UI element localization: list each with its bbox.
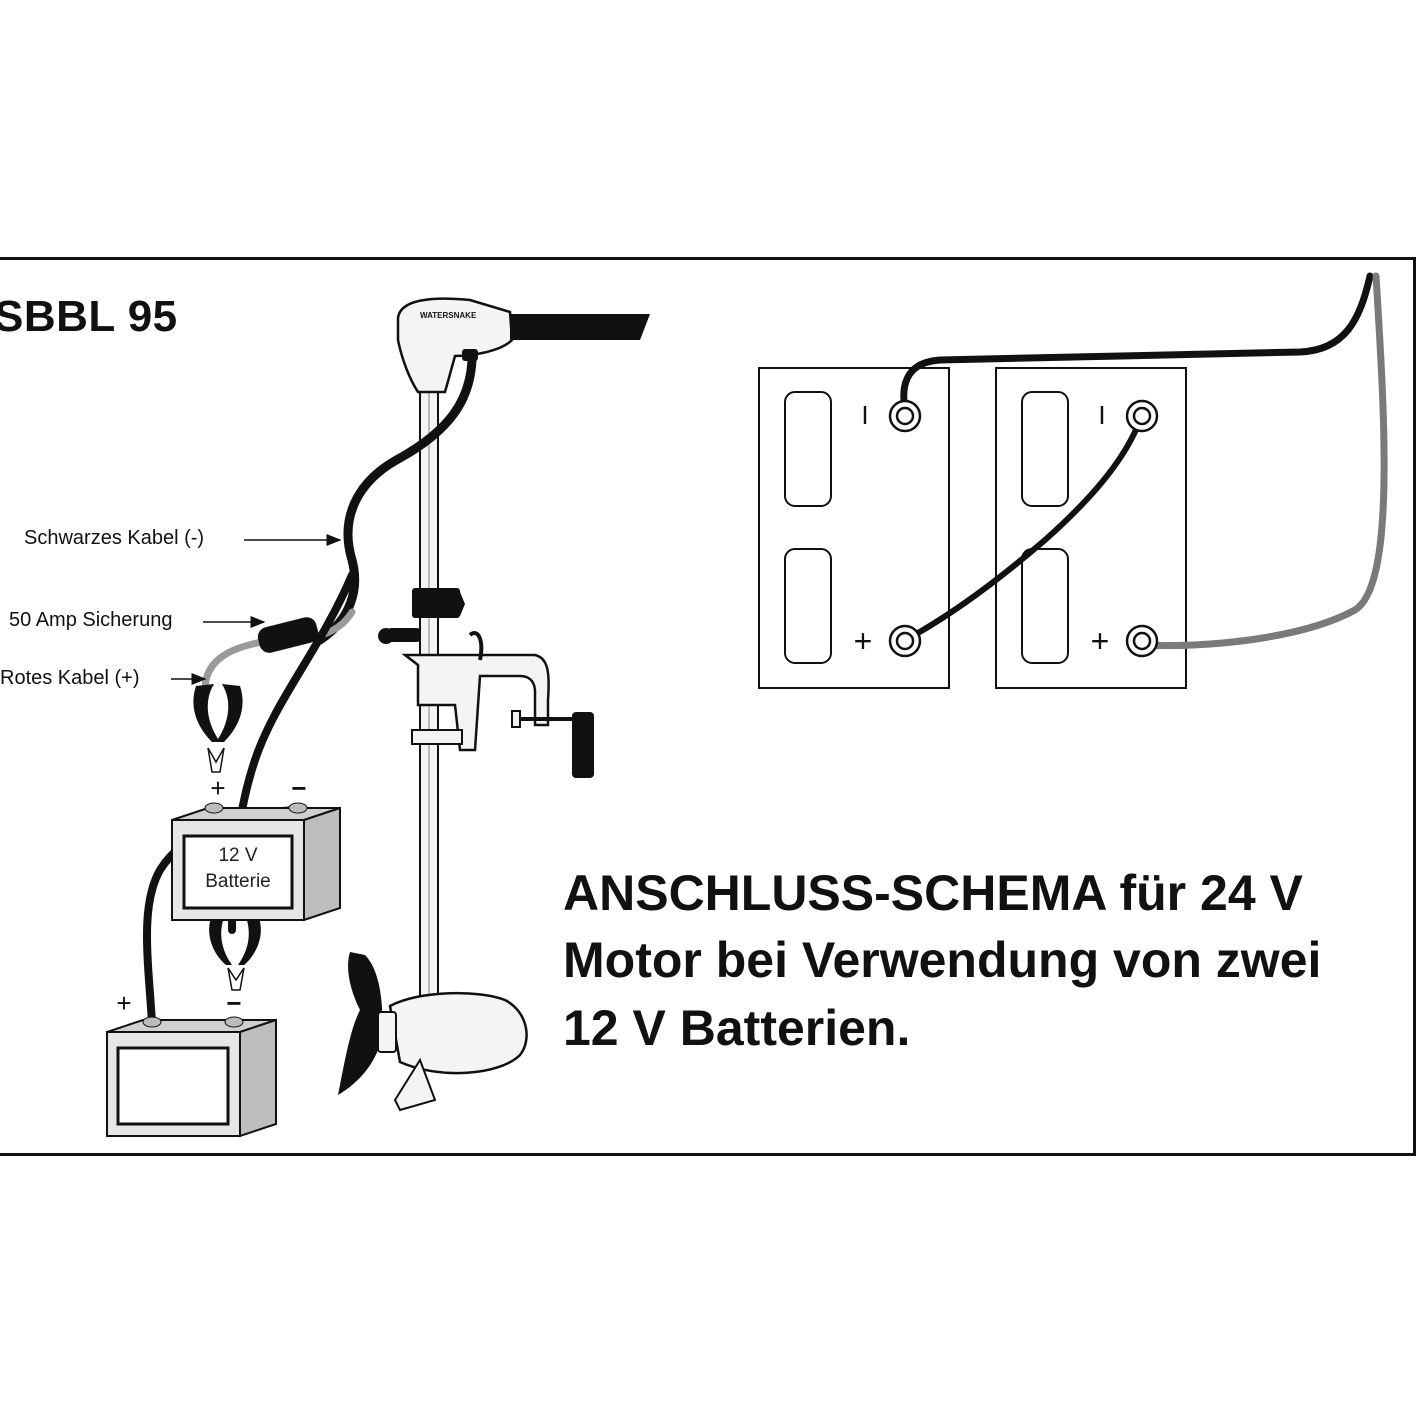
negative-clamp [209, 912, 261, 991]
black-main-cable [315, 355, 477, 645]
positive-clamp [193, 684, 243, 773]
headline-line-2: Motor bei Verwendung von zwei [563, 932, 1322, 988]
black-cable-label: Schwarzes Kabel (-) [24, 527, 205, 549]
schematic-b-plus: + [1091, 623, 1110, 659]
motor-lower-unit [388, 991, 528, 1075]
model-title: SBBL 95 [0, 292, 178, 341]
fuse-holder [257, 617, 319, 653]
battery-1-label-voltage: 12 V [218, 845, 257, 866]
battery-1: 12 V Batterie + − [171, 773, 341, 922]
schematic-a-plus: + [854, 623, 873, 659]
diagram-frame [0, 257, 1416, 1156]
trolling-motor: WATERSNAKE [338, 297, 650, 1112]
propeller [338, 952, 383, 1095]
schematic-black-cable [900, 272, 1374, 414]
battery-2-plus-label: + [116, 988, 131, 1018]
battery-1-label-name: Batterie [205, 871, 270, 892]
mount-bracket [401, 653, 550, 752]
battery-1-minus-label: − [291, 773, 306, 803]
battery-2: + − [106, 988, 277, 1138]
headline-line-1: ANSCHLUSS-SCHEMA für 24 V [563, 865, 1303, 921]
schematic-batteries: I + I + [758, 272, 1388, 689]
schematic-b-minus: I [1098, 400, 1105, 430]
clamp-screw-handle [572, 712, 594, 778]
tiller-handle [510, 314, 650, 340]
brand-logo: WATERSNAKE [420, 311, 477, 320]
schematic-jumper-cable [906, 417, 1143, 641]
battery-2-minus-label: − [226, 988, 241, 1018]
shaft-collar [412, 588, 460, 618]
battery-1-plus-label: + [210, 773, 225, 803]
motor-head [396, 297, 514, 394]
schematic-a-minus: I [861, 400, 868, 430]
red-cable-lower [201, 638, 266, 694]
fuse-label: 50 Amp Sicherung [9, 609, 173, 631]
tension-knob [388, 628, 420, 642]
headline-line-3: 12 V Batterien. [563, 1000, 911, 1056]
schematic-grey-cable [1141, 272, 1388, 650]
red-cable-label: Rotes Kabel (+) [0, 667, 140, 689]
